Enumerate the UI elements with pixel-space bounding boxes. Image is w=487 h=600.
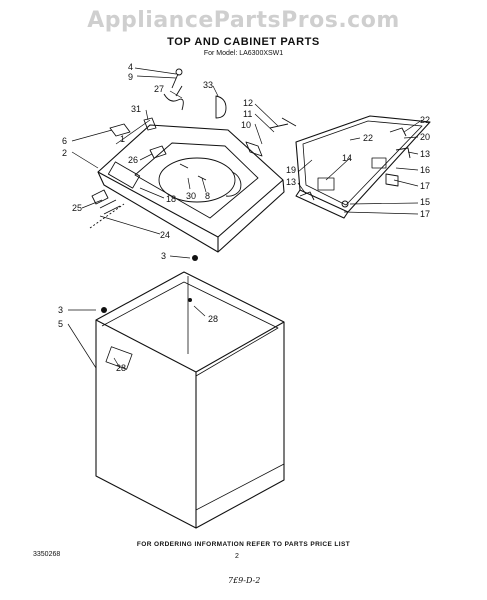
part-callout-c28b: 28 xyxy=(116,363,126,373)
part-callout-c9: 9 xyxy=(128,72,133,82)
page-title: TOP AND CABINET PARTS xyxy=(167,36,320,48)
part-callout-c13a: 13 xyxy=(420,149,430,159)
leader-lines xyxy=(67,67,423,369)
part-callout-c27: 27 xyxy=(154,84,164,94)
cabinet-drawing xyxy=(95,271,285,529)
ordering-note: FOR ORDERING INFORMATION REFER TO PARTS … xyxy=(136,541,351,548)
hinge-assembly-drawing xyxy=(89,189,125,229)
part-callout-c19: 19 xyxy=(286,165,296,175)
part-callout-c1: 1 xyxy=(120,134,125,144)
top-hardware-drawing xyxy=(109,68,297,181)
part-callout-c5: 5 xyxy=(58,319,63,329)
part-callout-c18: 18 xyxy=(166,194,176,204)
handwritten-note: 7£9-D-2 xyxy=(228,576,261,585)
part-callout-c16: 16 xyxy=(420,165,430,175)
part-callout-c20: 20 xyxy=(420,132,430,142)
part-callout-c15: 15 xyxy=(420,197,430,207)
part-callout-c25: 25 xyxy=(72,203,82,213)
part-callout-c6: 6 xyxy=(62,136,67,146)
model-subtitle: For Model: LA6300XSW1 xyxy=(203,50,284,57)
part-callout-c17a: 17 xyxy=(420,181,430,191)
fasteners-drawing xyxy=(101,255,198,313)
part-callout-c26: 26 xyxy=(128,155,138,165)
part-callout-c22a: 22 xyxy=(420,115,430,125)
part-callout-c11: 11 xyxy=(243,109,252,119)
top-panel-drawing xyxy=(97,124,285,253)
page-number: 2 xyxy=(235,553,239,560)
part-callout-c30: 30 xyxy=(186,191,196,201)
part-callout-c22b: 22 xyxy=(363,133,373,143)
part-callout-c13b: 13 xyxy=(286,177,296,187)
part-callout-c14: 14 xyxy=(342,153,352,163)
part-callout-c2: 2 xyxy=(62,148,67,158)
part-callout-c33: 33 xyxy=(203,80,213,90)
part-callout-c24: 24 xyxy=(160,230,170,240)
part-callout-c4: 4 xyxy=(128,62,133,72)
part-callout-c31: 31 xyxy=(131,104,141,114)
part-callout-c28a: 28 xyxy=(208,314,218,324)
lid-hardware-drawing xyxy=(299,127,411,208)
part-callout-c12: 12 xyxy=(243,98,253,108)
part-callout-c3b: 3 xyxy=(58,305,63,315)
part-callout-c17b: 17 xyxy=(420,209,430,219)
watermark: AppliancePartsPros.com xyxy=(87,8,400,33)
document-number: 3350268 xyxy=(33,551,61,558)
lid-drawing xyxy=(295,115,431,219)
part-callout-c8: 8 xyxy=(205,191,210,201)
part-callout-c10: 10 xyxy=(241,120,251,130)
part-callout-c3a: 3 xyxy=(161,251,166,261)
